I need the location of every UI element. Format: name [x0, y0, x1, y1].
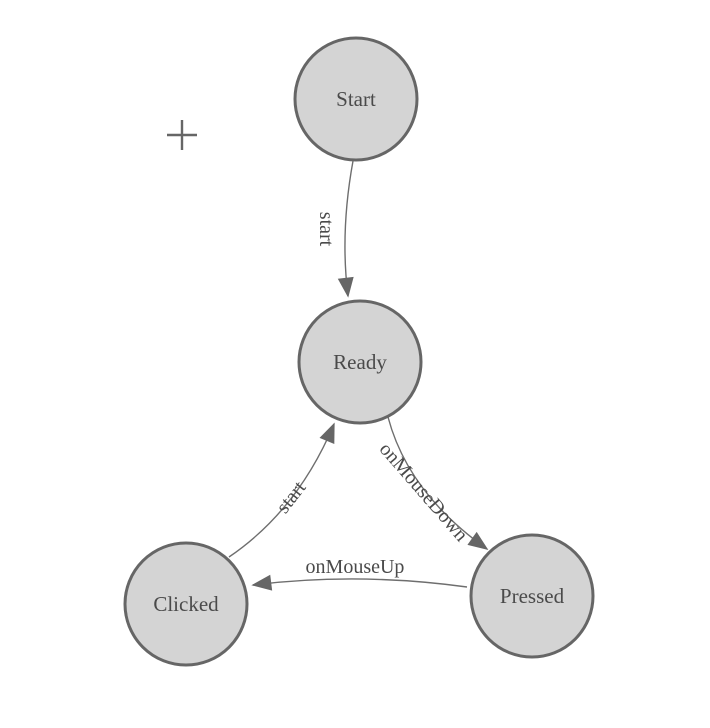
edge-path[interactable] — [251, 574, 468, 591]
node-start[interactable]: Start — [293, 36, 419, 162]
node-label: Pressed — [500, 584, 565, 608]
node-circle[interactable] — [293, 36, 419, 162]
edge-label: start — [315, 212, 337, 247]
node-label: Clicked — [153, 592, 219, 616]
crosshair-plus-icon — [167, 120, 197, 150]
edge-path[interactable] — [387, 416, 489, 550]
edge-label: onMouseDown — [375, 438, 473, 546]
node-circle[interactable] — [297, 299, 423, 425]
edge-start-to-ready[interactable]: start — [315, 160, 354, 298]
edge-pressed-to-clicked[interactable]: onMouseUp — [251, 556, 468, 591]
edge-label: start — [272, 477, 311, 518]
node-circle[interactable] — [123, 541, 249, 667]
edge-clicked-to-ready[interactable]: start — [228, 422, 335, 558]
edge-path[interactable] — [228, 422, 335, 558]
node-clicked[interactable]: Clicked — [123, 541, 249, 667]
edge-label: onMouseUp — [306, 556, 405, 578]
node-ready[interactable]: Ready — [297, 299, 423, 425]
node-label: Start — [336, 87, 376, 111]
node-label: Ready — [333, 350, 387, 374]
edge-ready-to-pressed[interactable]: onMouseDown — [375, 416, 489, 550]
node-circle[interactable] — [469, 533, 595, 659]
node-pressed[interactable]: Pressed — [469, 533, 595, 659]
edge-path[interactable] — [337, 160, 354, 298]
